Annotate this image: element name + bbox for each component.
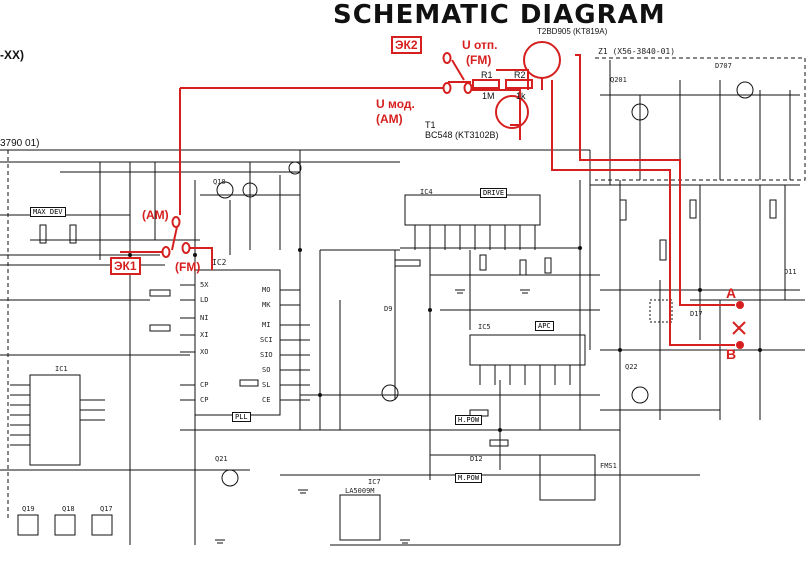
- q10-label: Q10: [213, 178, 226, 186]
- fms1-label: FMS1: [600, 462, 617, 470]
- ic2-pin-r5: SO: [262, 366, 271, 374]
- t2-part-label: T2BD905 (KT819A): [537, 27, 608, 36]
- right-board-label: Z1 (X56-3840-01): [598, 47, 676, 56]
- ic2-pin-l1: LD: [200, 296, 209, 304]
- diagram-title: SCHEMATIC DIAGRAM: [333, 0, 666, 30]
- t1-label: T1: [425, 120, 436, 130]
- ic2-sub-label: PLL: [232, 412, 251, 422]
- ic5-sub-label: APC: [535, 321, 554, 331]
- d707-label: D707: [715, 62, 732, 70]
- u-mod-label: U мод.: [376, 97, 415, 111]
- ic2-pin-r2: MI: [262, 321, 271, 329]
- q201-label: Q201: [610, 76, 627, 84]
- left-board-code-2: 3790 01): [0, 138, 40, 149]
- ic2-pin-r0: MO: [262, 286, 271, 294]
- hpow-label: H.POW: [455, 415, 483, 425]
- r1-value: 1M: [482, 91, 495, 101]
- ic2-pin-l4: XO: [200, 348, 209, 356]
- schematic-wiring: [0, 57, 806, 546]
- ic7-part-label: LA5009M: [345, 487, 375, 495]
- ic1-label: IC1: [55, 365, 68, 373]
- d9-label: D9: [384, 305, 393, 313]
- switch-contacts: [161, 52, 473, 258]
- q19-label: Q19: [22, 505, 35, 513]
- ic2-pin-r1: MK: [262, 301, 271, 309]
- q21-label: Q21: [215, 455, 228, 463]
- ic2-pin-l0: 5X: [200, 281, 209, 289]
- q22-label: Q22: [625, 363, 638, 371]
- switch-ek1-tag: ЭК1: [110, 257, 141, 275]
- switch-ek2-tag: ЭК2: [391, 36, 422, 54]
- point-b-label: B: [726, 346, 737, 362]
- q18-label: Q18: [62, 505, 75, 513]
- ic2-pin-l5: CP: [200, 381, 209, 389]
- t1-part-label: BC548 (KT3102B): [425, 130, 499, 140]
- q17-label: Q17: [100, 505, 113, 513]
- r2-label: R2: [514, 70, 526, 80]
- ic2-label: IC2: [212, 258, 227, 267]
- point-a-label: A: [726, 285, 737, 301]
- u-otp-fm-label: (FM): [466, 53, 492, 67]
- ic2-pin-l3: XI: [200, 331, 209, 339]
- ic5-label: IC5: [478, 323, 491, 331]
- d12-label: D12: [470, 455, 483, 463]
- d17-label: D17: [690, 310, 703, 318]
- ic2-pin-r4: SIO: [260, 351, 273, 359]
- ic4-label: IC4: [420, 188, 433, 196]
- fm-label: (FM): [175, 260, 201, 274]
- ic2-pin-r3: SCI: [260, 336, 273, 344]
- d11-label: D11: [784, 268, 797, 276]
- ic7-label: IC7: [368, 478, 381, 486]
- ic2-pin-l2: NI: [200, 314, 209, 322]
- ic2-pin-r6: SL: [262, 381, 271, 389]
- ic2-pin-r7: CE: [262, 396, 271, 404]
- r1-label: R1: [481, 70, 493, 80]
- mpow-label: M.POW: [455, 473, 483, 483]
- r2-value: 1k: [516, 91, 526, 101]
- ic2-pin-l6: CP: [200, 396, 209, 404]
- left-board-code: -XX): [0, 48, 24, 62]
- am-label: (AM): [142, 208, 169, 222]
- max-dev-label: MAX DEV: [30, 207, 66, 217]
- u-mod-am-label: (AM): [376, 112, 403, 126]
- u-otp-label: U отп.: [462, 38, 498, 52]
- ic4-sub-label: DRIVE: [480, 188, 508, 198]
